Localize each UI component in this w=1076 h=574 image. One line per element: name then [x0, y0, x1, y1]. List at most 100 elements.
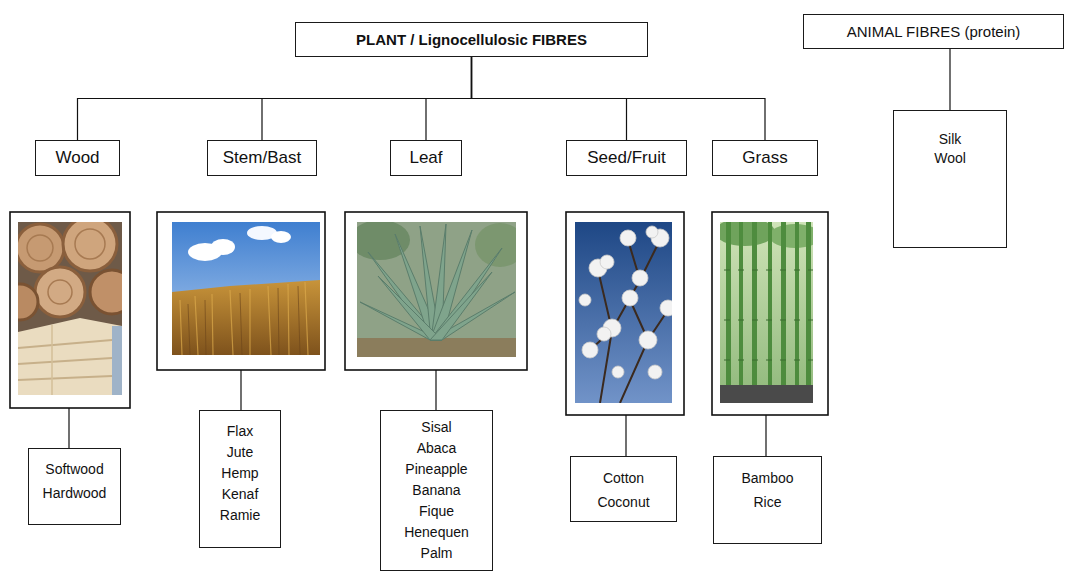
node-text: Seed/Fruit	[587, 148, 665, 168]
bamboo-photo-part	[720, 385, 813, 403]
node-text: PLANT / Lignocellulosic FIBRES	[356, 31, 587, 49]
leaf-photo-part-part	[430, 248, 502, 340]
leaf-photo-part	[357, 338, 516, 357]
tree-connector	[78, 57, 472, 140]
node-text: Abaca	[417, 438, 457, 459]
bast-photo-part	[172, 222, 320, 355]
leaf-photo-part-part	[378, 276, 442, 340]
root-box: ANIMAL FIBRES (protein)	[803, 14, 1064, 49]
cotton-photo-part-part	[646, 226, 658, 238]
bamboo-photo-part-part	[781, 222, 786, 387]
cotton-photo-part-part	[579, 294, 591, 306]
node-text: Stem/Bast	[223, 148, 301, 168]
wood-photo-part	[75, 229, 105, 259]
node-text: Grass	[742, 148, 787, 168]
bast-photo-part	[172, 280, 320, 355]
bast-photo-part	[188, 286, 300, 355]
bamboo-photo-part-part	[726, 222, 731, 387]
node-text: Wood	[55, 148, 99, 168]
cotton-photo-part-part	[600, 255, 614, 269]
bamboo-photo-part	[720, 222, 813, 403]
node-text: Sisal	[421, 417, 451, 438]
leaf-photo-part-part	[430, 272, 492, 340]
node-text: Ramie	[220, 505, 260, 526]
wood-photo-part	[51, 325, 53, 395]
category-box: Grass	[712, 140, 818, 176]
bast-photo	[172, 222, 320, 355]
photo-frame	[712, 212, 828, 415]
root-box: PLANT / Lignocellulosic FIBRES	[295, 22, 648, 57]
node-text: Hardwood	[43, 481, 107, 505]
fibre-list-box: SilkWool	[893, 110, 1007, 248]
node-text: Fique	[419, 501, 454, 522]
photo-frame	[345, 212, 527, 370]
wood-photo-part	[112, 326, 122, 395]
cotton-photo-part	[579, 226, 672, 379]
bamboo-photo-part-part	[768, 222, 772, 387]
cotton-photo-part-part	[620, 230, 636, 246]
node-text: Bamboo	[741, 466, 793, 490]
wood-photo-part	[18, 358, 112, 364]
bamboo-photo-part-part	[795, 222, 799, 387]
node-text: Kenaf	[222, 484, 259, 505]
bamboo-photo-part	[726, 222, 811, 387]
node-text: Henequen	[404, 522, 469, 543]
leader-line	[765, 415, 766, 456]
fibre-list-box: SisalAbacaPineappleBananaFiqueHenequenPa…	[380, 410, 493, 571]
cotton-photo-part-part	[660, 300, 672, 316]
tree-connector	[949, 49, 950, 110]
cotton-photo-part-part	[639, 331, 657, 349]
leader-line	[435, 370, 436, 410]
cotton-photo-part-part	[597, 327, 611, 341]
photo-frames	[10, 212, 828, 415]
photo-frame	[157, 212, 325, 370]
tree-connector	[472, 57, 766, 140]
node-text: Banana	[412, 480, 460, 501]
wood-photo-part	[90, 270, 122, 314]
leader-line	[68, 408, 69, 448]
node-text: Flax	[227, 421, 253, 442]
category-box: Leaf	[390, 140, 462, 176]
category-box: Seed/Fruit	[566, 140, 687, 176]
wood-photo-part	[63, 222, 117, 271]
photo-frame	[566, 212, 684, 415]
wood-photo-part	[18, 340, 112, 348]
cotton-photo-part-part	[648, 365, 662, 379]
wood-photo	[18, 222, 122, 395]
node-text: Softwood	[45, 457, 103, 481]
bamboo-photo	[720, 222, 813, 403]
leader-line	[625, 415, 626, 456]
node-text: Cotton	[603, 466, 644, 490]
cotton-photo-part	[575, 222, 672, 403]
tree-connector	[426, 57, 472, 140]
fibre-list-box: BambooRice	[713, 456, 822, 544]
cotton-photo-part-part	[582, 342, 598, 358]
node-text: Leaf	[409, 148, 442, 168]
bamboo-photo-part	[724, 270, 813, 360]
bamboo-photo-part-part	[752, 222, 757, 387]
wood-photo-part	[35, 267, 85, 317]
cotton-photo-part-part	[622, 290, 638, 306]
node-text: Pineapple	[405, 459, 467, 480]
node-text: Jute	[227, 442, 253, 463]
fibre-list-box: SoftwoodHardwood	[28, 448, 121, 525]
leaf-photo	[357, 222, 516, 357]
cotton-photo	[575, 222, 672, 403]
bamboo-photo-part-part	[739, 222, 743, 387]
node-text: Wool	[934, 149, 966, 168]
bast-photo-part	[180, 282, 308, 355]
node-text: Palm	[421, 543, 453, 564]
wood-photo-part	[48, 280, 72, 304]
cotton-photo-part-part	[612, 366, 624, 378]
leaf-photo-part	[360, 224, 515, 340]
node-text: Coconut	[597, 490, 649, 514]
category-box: Stem/Bast	[207, 140, 317, 176]
category-box: Wood	[35, 140, 120, 176]
wood-photo-part	[27, 235, 53, 261]
wood-photo-part	[18, 376, 112, 380]
tree-connector	[262, 57, 472, 140]
wood-photo-part	[18, 284, 38, 320]
leader-line	[240, 370, 241, 410]
leaf-photo-part	[475, 223, 516, 267]
